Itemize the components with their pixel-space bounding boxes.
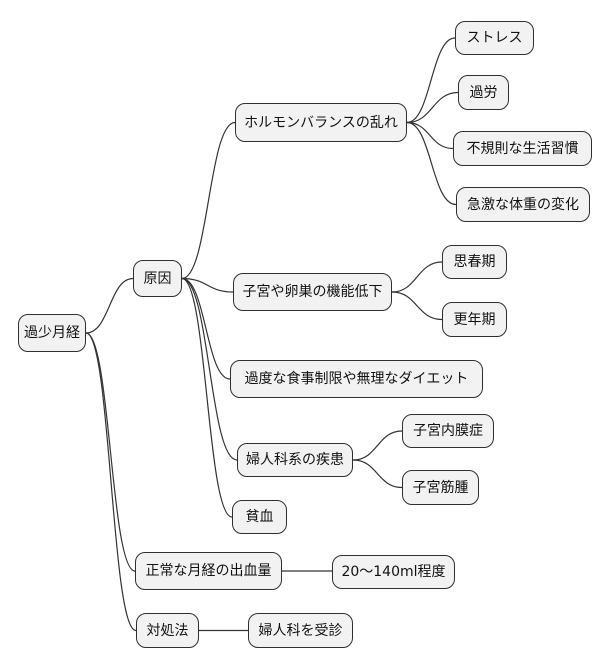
edge-uterus-menopause (391, 291, 443, 321)
edge-root-treatment (85, 332, 137, 632)
edge-hormone-irregular-lifestyle (406, 121, 454, 150)
edge-causes-anemia (181, 277, 233, 518)
node-overwork: 過労 (458, 75, 509, 110)
edge-causes-gynecological-disease (181, 277, 238, 461)
node-stress: ストレス (455, 21, 534, 55)
node-excessive-dieting: 過度な食事制限や無理なダイエット (230, 360, 483, 398)
edge-uterus-puberty (391, 261, 443, 293)
edge-causes-hormone-imbalance (181, 121, 236, 280)
node-uterus-ovary-decline: 子宮や卵巣の機能低下 (233, 273, 392, 311)
node-anemia: 貧血 (232, 500, 287, 534)
node-endometriosis: 子宮内膜症 (402, 414, 494, 448)
node-amount-range: 20〜140ml程度 (332, 555, 455, 589)
edge-hormone-sudden-weight-change (406, 121, 457, 206)
edge-hormone-stress (406, 37, 456, 124)
node-treatment: 対処法 (136, 613, 199, 648)
node-menopause: 更年期 (442, 302, 507, 337)
edge-gyn-uterine-fibroid (352, 459, 403, 489)
node-root: 過少月経 (18, 314, 86, 352)
node-uterine-fibroid: 子宮筋腫 (402, 470, 479, 505)
edge-causes-uterus-ovary-decline (181, 277, 234, 293)
edge-causes-excessive-dieting (181, 277, 231, 380)
node-visit-gynecologist: 婦人科を受診 (248, 613, 353, 648)
node-sudden-weight-change: 急激な体重の変化 (456, 187, 590, 222)
node-causes: 原因 (133, 260, 182, 297)
node-puberty: 思春期 (442, 245, 507, 279)
node-normal-blood-amount: 正常な月経の出血量 (135, 552, 282, 590)
edge-gyn-endometriosis (352, 430, 403, 461)
edge-root-normal-blood-amount (85, 332, 136, 572)
edge-hormone-overwork (406, 91, 459, 124)
node-gynecological-disease: 婦人科系の疾患 (237, 443, 353, 477)
edge-root-causes (85, 277, 134, 334)
node-hormone-imbalance: ホルモンバランスの乱れ (235, 103, 407, 142)
node-irregular-lifestyle: 不規則な生活習慣 (453, 131, 592, 166)
